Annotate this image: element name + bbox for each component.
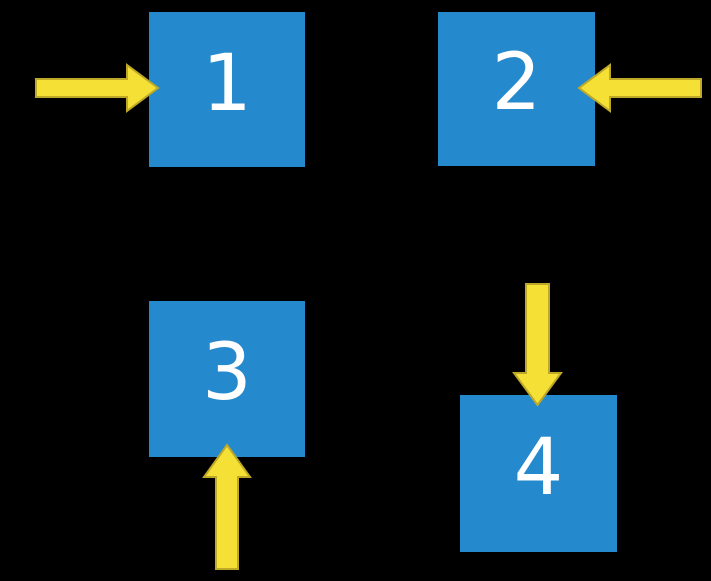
- arrow-down-icon: [512, 283, 563, 407]
- arrow-right-icon: [35, 63, 160, 113]
- arrow-up-shape: [202, 443, 252, 570]
- square-2: 2: [438, 12, 595, 166]
- arrow-down-shape: [512, 283, 563, 407]
- square-3-label: 3: [202, 328, 252, 418]
- square-3: 3: [149, 301, 305, 457]
- square-4: 4: [460, 395, 617, 552]
- square-2-label: 2: [491, 38, 542, 128]
- arrow-left-icon: [577, 63, 702, 113]
- square-4-label: 4: [513, 422, 564, 513]
- square-1-label: 1: [202, 38, 252, 129]
- arrow-up-icon: [202, 443, 252, 570]
- square-1: 1: [149, 12, 305, 167]
- arrow-right-shape: [35, 63, 160, 113]
- arrow-left-shape: [577, 63, 702, 113]
